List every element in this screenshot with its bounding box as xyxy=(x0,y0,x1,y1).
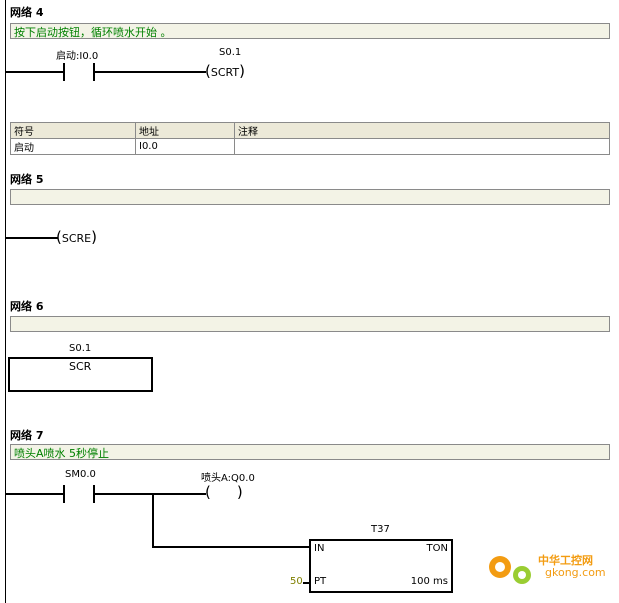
network-7-contact-left[interactable] xyxy=(63,485,65,503)
network-4-coil-text: SCRT xyxy=(210,66,240,79)
network-6-scr-box[interactable]: SCR xyxy=(8,357,153,392)
network-6-comment[interactable] xyxy=(10,316,610,332)
network-7-wire-left xyxy=(6,493,64,495)
timer-pt-label: PT xyxy=(314,576,327,587)
power-rail xyxy=(5,0,6,603)
network-7-branch-horizontal xyxy=(152,546,310,548)
network-4-contact-label: 启动:I0.0 xyxy=(56,51,99,62)
timer-name: T37 xyxy=(371,524,390,535)
timer-type-label: TON xyxy=(426,543,448,554)
table-row: 启动 I0.0 xyxy=(10,138,610,155)
network-4-title: 网络 4 xyxy=(10,6,44,19)
network-4-comment-text: 按下启动按钮，循环喷水开始 。 xyxy=(14,26,172,39)
timer-in-label: IN xyxy=(314,543,325,554)
gear-logo-icon xyxy=(484,549,540,589)
comment-cell xyxy=(234,138,610,155)
network-4-contact-left[interactable] xyxy=(63,63,65,81)
network-7-contact-label: SM0.0 xyxy=(65,469,96,480)
network-7-comment[interactable]: 喷头A喷水 5秒停止 xyxy=(10,444,610,460)
network-4-coil-label: S0.1 xyxy=(219,47,242,58)
watermark-cn: 中华工控网 xyxy=(538,554,593,567)
address-column-header: 地址 xyxy=(135,122,235,139)
network-4-wire-left xyxy=(6,71,64,73)
network-7-coil-label: 喷头A:Q0.0 xyxy=(201,473,255,484)
network-5-wire xyxy=(6,237,58,239)
symbol-cell: 启动 xyxy=(10,138,136,155)
network-5-coil-text: SCRE xyxy=(61,232,92,245)
network-4-symbol-table: 符号 地址 注释 启动 I0.0 xyxy=(10,122,610,155)
watermark-url: gkong.com xyxy=(545,566,606,579)
network-7-coil[interactable]: () xyxy=(205,483,243,501)
network-5-coil-scre[interactable]: (SCRE) xyxy=(56,228,97,246)
network-4-wire-right xyxy=(94,71,206,73)
symbol-column-header: 符号 xyxy=(10,122,136,139)
network-6-box-label: S0.1 xyxy=(69,343,92,354)
network-4-coil-scrt[interactable]: (SCRT) xyxy=(205,62,245,80)
address-cell: I0.0 xyxy=(135,138,235,155)
timer-pt-value[interactable]: 50 xyxy=(290,576,303,587)
timer-ton-box[interactable]: IN TON PT 100 ms xyxy=(309,539,453,593)
timer-pt-wire xyxy=(303,582,310,584)
timer-resolution: 100 ms xyxy=(410,576,448,587)
network-5-comment[interactable] xyxy=(10,189,610,205)
network-7-wire-right xyxy=(94,493,206,495)
symbol-table-header: 符号 地址 注释 xyxy=(10,122,610,139)
network-5-title: 网络 5 xyxy=(10,173,44,186)
network-7-title: 网络 7 xyxy=(10,429,44,442)
network-6-title: 网络 6 xyxy=(10,300,44,313)
comment-column-header: 注释 xyxy=(234,122,610,139)
network-6-box-text: SCR xyxy=(69,360,92,373)
network-7-comment-text: 喷头A喷水 5秒停止 xyxy=(14,447,110,460)
network-7-branch-vertical xyxy=(152,493,154,548)
network-4-comment[interactable]: 按下启动按钮，循环喷水开始 。 xyxy=(10,23,610,39)
